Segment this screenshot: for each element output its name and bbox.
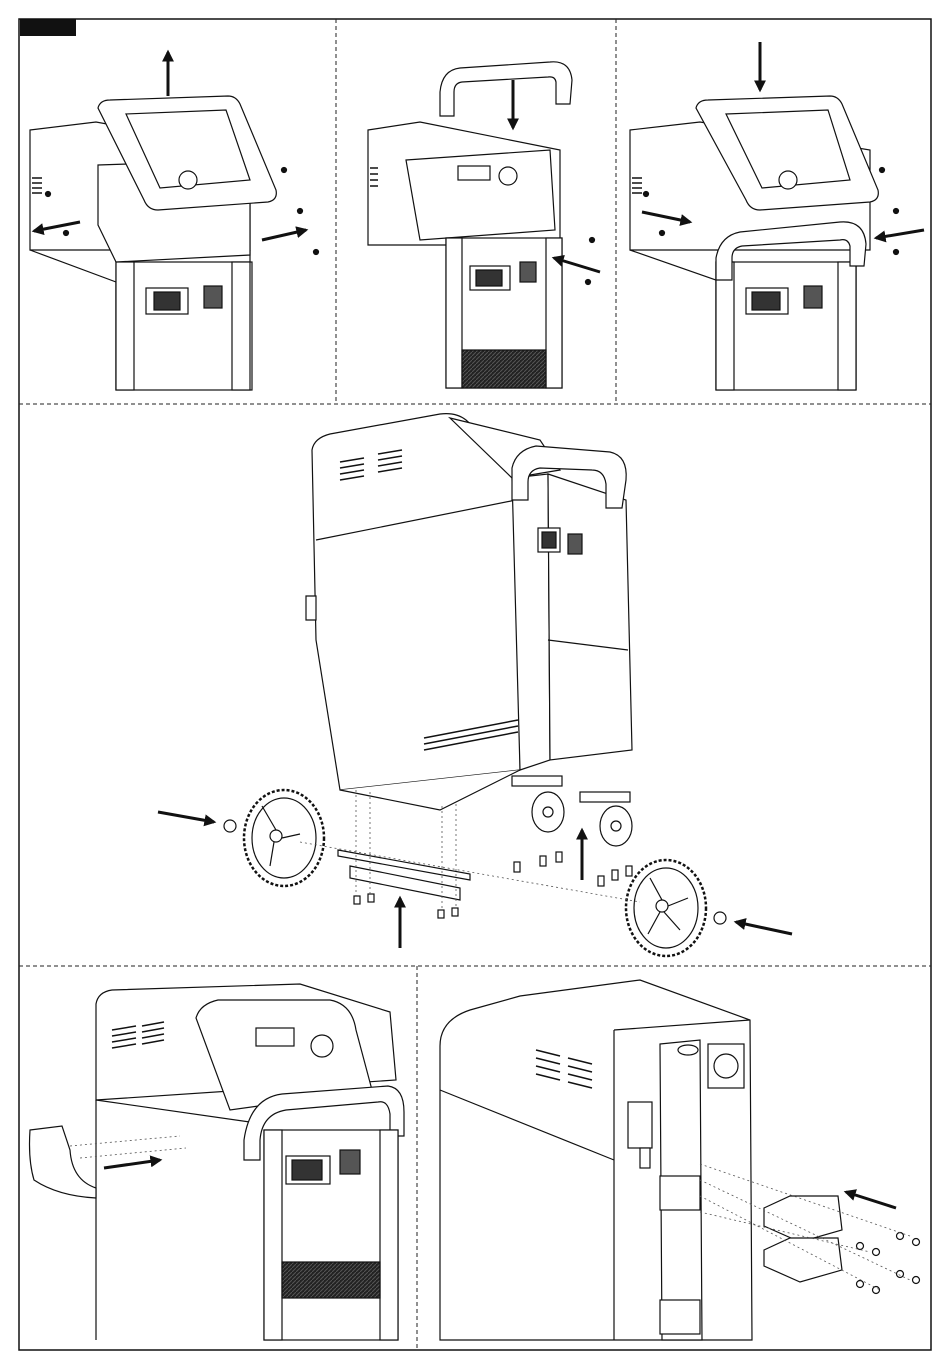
rear-bracket — [764, 1238, 842, 1282]
panel-step-2 — [368, 62, 600, 388]
knob-icon — [179, 171, 197, 189]
screw-icon — [586, 238, 595, 285]
arrow-icon — [104, 1160, 160, 1168]
wheel-icon — [626, 860, 706, 956]
panel-step-4 — [158, 414, 792, 956]
caster-icon — [512, 776, 632, 846]
wheel-nut — [714, 912, 726, 924]
panel-step-1 — [30, 52, 319, 390]
panel-step-5 — [30, 984, 405, 1340]
side-tray — [30, 1126, 97, 1198]
wheel-icon — [244, 790, 324, 886]
panel-step-6 — [440, 980, 920, 1340]
screw-icon — [857, 1233, 920, 1294]
knob-icon — [311, 1035, 333, 1057]
panel-step-3 — [630, 42, 924, 390]
arrow-icon — [846, 1192, 896, 1208]
knob-icon — [779, 171, 797, 189]
wheel-nut — [224, 820, 236, 832]
knob-icon — [499, 167, 517, 185]
